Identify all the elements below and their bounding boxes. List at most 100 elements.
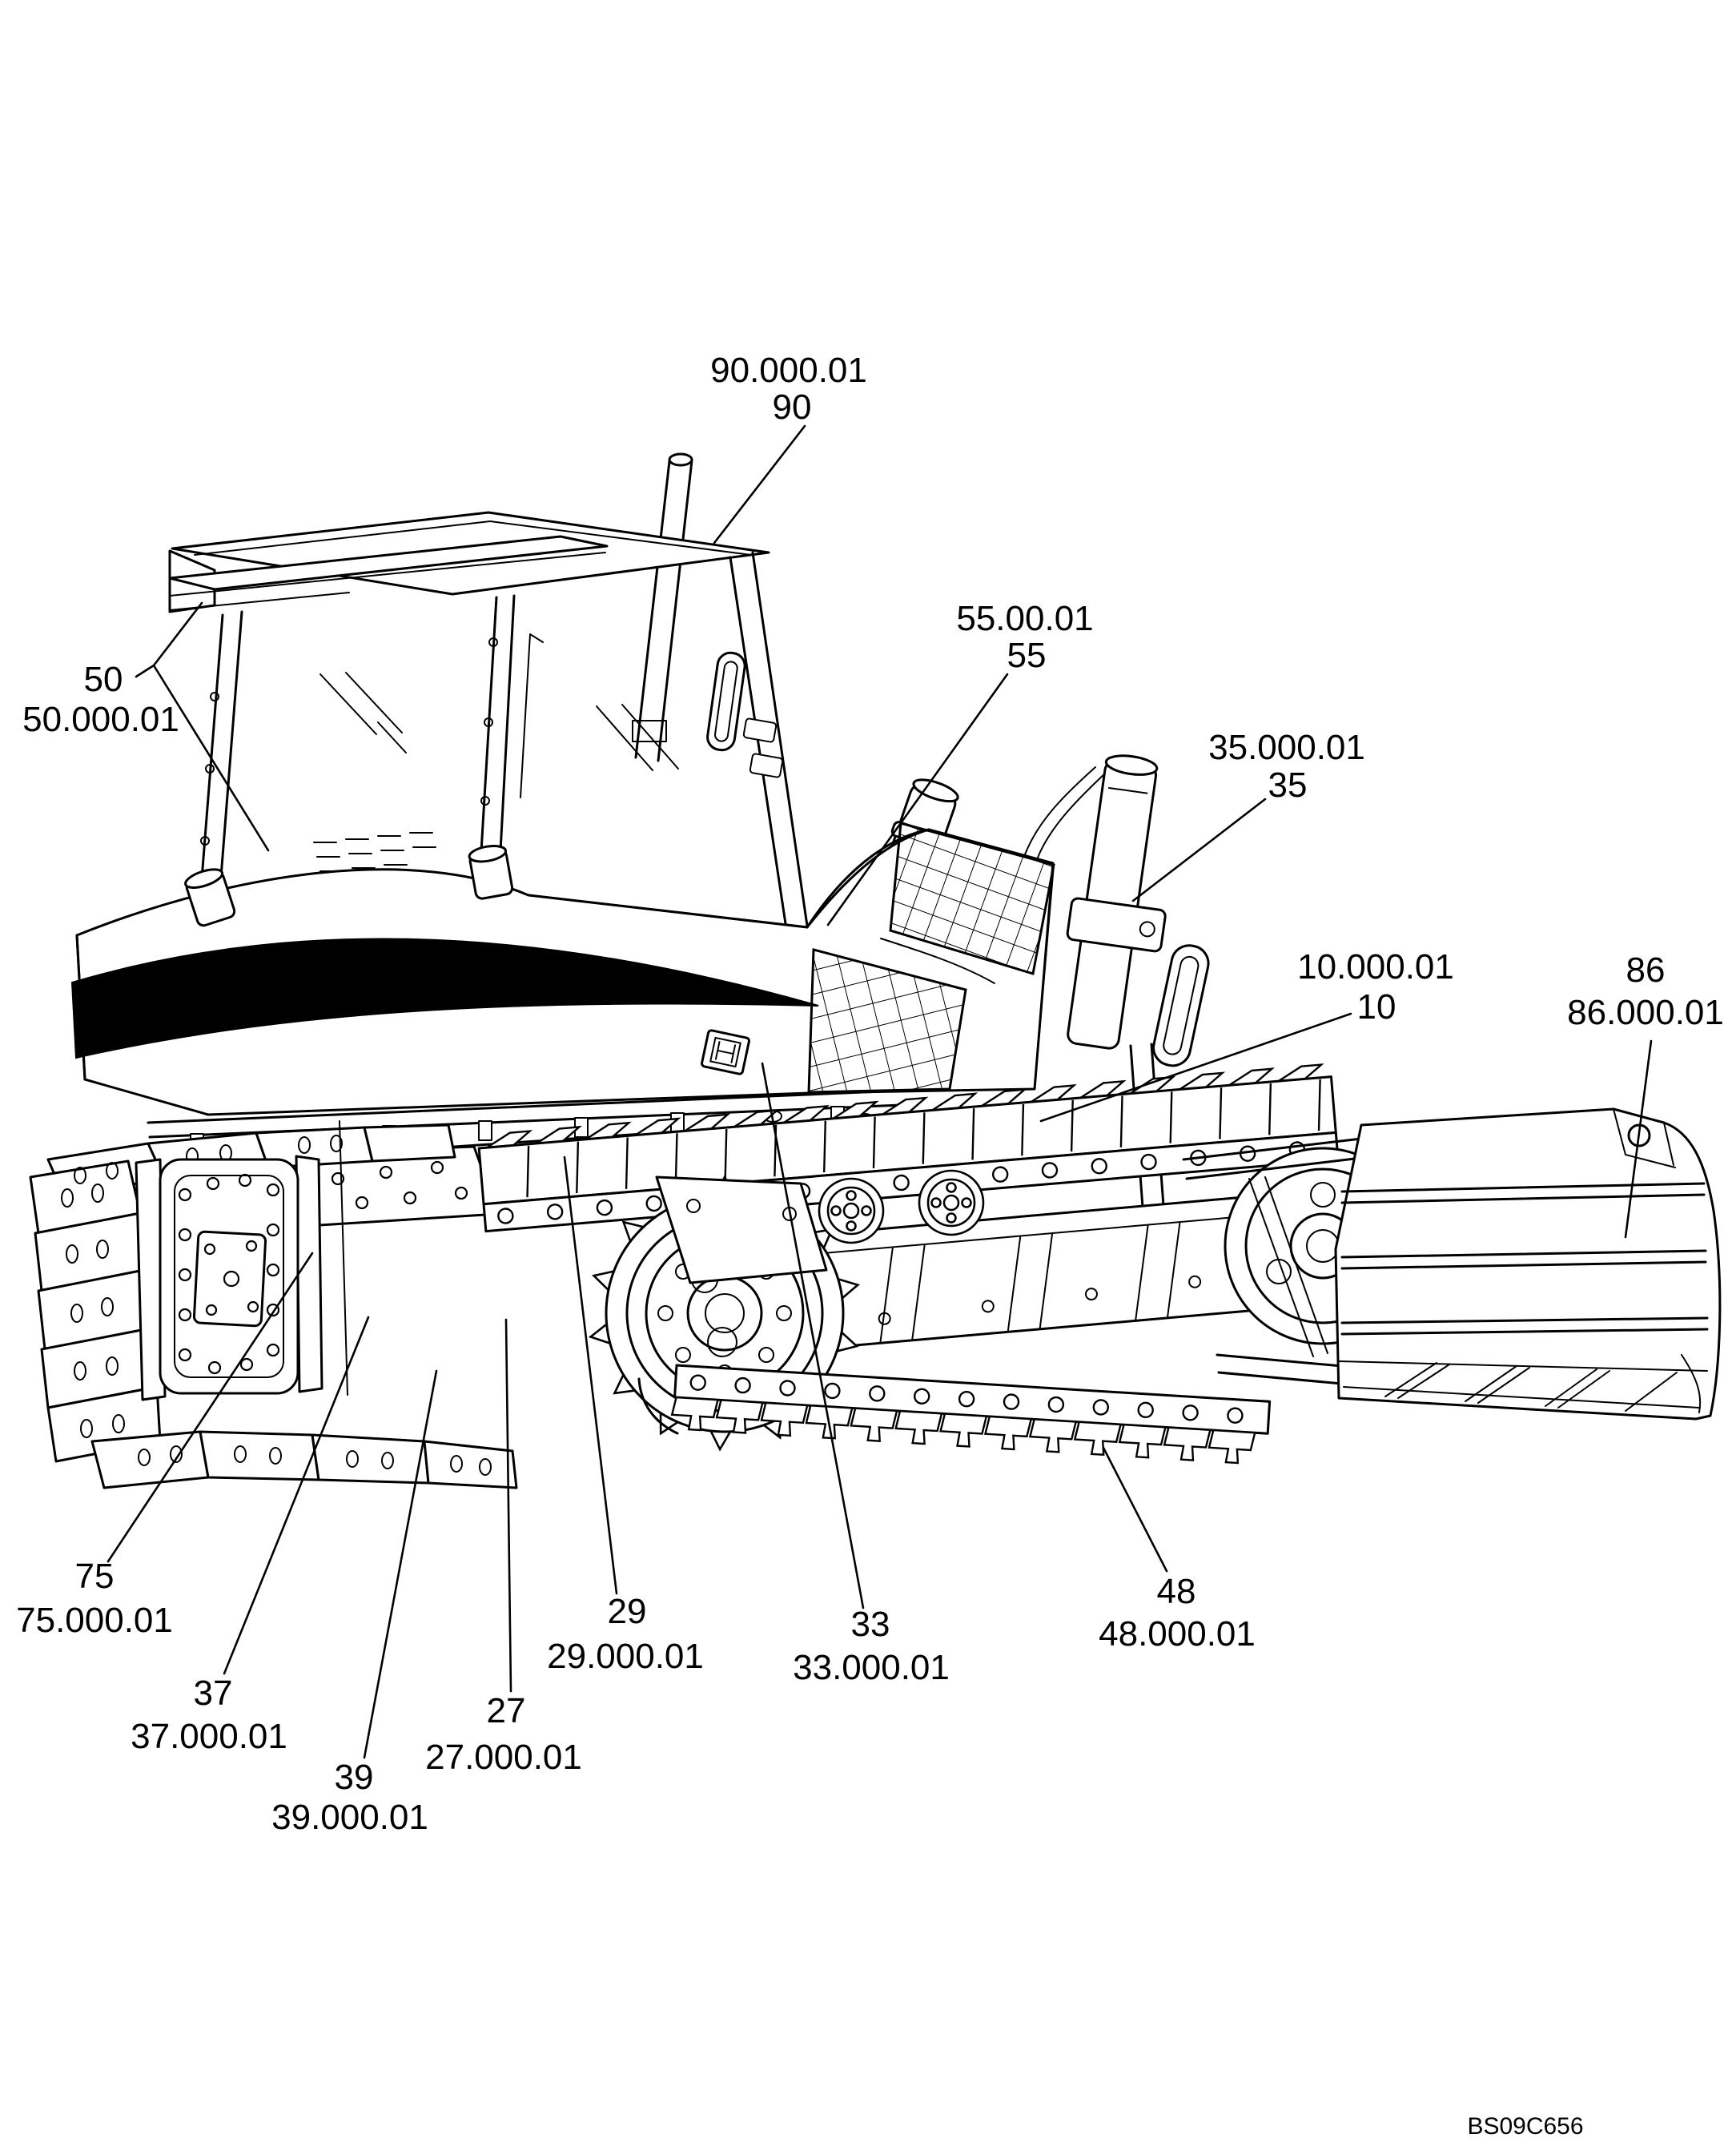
leader-50-lower <box>152 664 270 852</box>
canopy-front-slat <box>168 535 609 591</box>
blade-bottom-band <box>1338 1360 1708 1372</box>
leader-55 <box>826 673 1009 926</box>
grab-handle <box>1152 944 1210 1067</box>
callout-75-ref[interactable]: 75.000.01 <box>16 1601 173 1640</box>
callout-75-num[interactable]: 75 <box>75 1557 115 1596</box>
latch-bracket <box>742 717 778 743</box>
callout-90[interactable]: 90.000.01 90 <box>710 351 867 545</box>
callout-35[interactable]: 35.000.01 35 <box>1131 728 1365 902</box>
callout-86[interactable]: 86 86.000.01 <box>1567 950 1724 1239</box>
blade-corner-gusset <box>1613 1108 1676 1168</box>
leader-48 <box>1102 1446 1168 1573</box>
callout-90-ref[interactable]: 90.000.01 <box>710 351 867 390</box>
carrier-roller <box>918 1169 985 1236</box>
hood <box>70 828 1055 1154</box>
windshield-reflection <box>319 672 407 754</box>
callout-10[interactable]: 10.000.01 10 <box>1039 947 1454 1123</box>
blade <box>1182 1107 1722 1421</box>
cylinder-barrel <box>1066 754 1167 1050</box>
callout-10-ref[interactable]: 10.000.01 <box>1297 947 1454 987</box>
exhaust-pipe-cap <box>668 452 693 467</box>
hood-vents <box>313 832 436 872</box>
final-drive-cover <box>135 1155 323 1401</box>
exhaust-pipe <box>634 459 693 762</box>
leader-90 <box>713 424 806 545</box>
latch-bracket <box>749 753 784 778</box>
final-drive-plate <box>192 1230 267 1328</box>
brand-emblem <box>701 1029 750 1075</box>
callout-27-ref[interactable]: 27.000.01 <box>425 1738 582 1777</box>
exhaust-bracket <box>632 720 667 742</box>
callout-55[interactable]: 55.00.01 55 <box>826 599 1094 926</box>
callout-27-num[interactable]: 27 <box>487 1691 526 1730</box>
callout-39-num[interactable]: 39 <box>335 1758 374 1797</box>
blade-ribs <box>1340 1182 1709 1336</box>
callout-35-ref[interactable]: 35.000.01 <box>1208 728 1365 767</box>
leader-27 <box>504 1318 512 1693</box>
rear-light <box>184 868 236 927</box>
callout-86-ref[interactable]: 86.000.01 <box>1567 993 1724 1032</box>
rear-plate-holes <box>331 1160 468 1210</box>
left-track <box>29 1120 518 1489</box>
leader-39 <box>363 1369 438 1759</box>
cab-handrail <box>706 651 746 752</box>
callout-48[interactable]: 48 48.000.01 <box>1099 1446 1256 1654</box>
callout-50-ref[interactable]: 50.000.01 <box>22 700 179 739</box>
callout-35-num[interactable]: 35 <box>1268 766 1308 805</box>
callouts: 90.000.01 90 50 50.000.01 55.00.01 55 35… <box>16 351 1724 2140</box>
grille-frame <box>808 864 1055 1094</box>
callout-29-ref[interactable]: 29.000.01 <box>547 1637 704 1676</box>
callout-55-ref[interactable]: 55.00.01 <box>956 599 1093 638</box>
callout-50[interactable]: 50 50.000.01 <box>22 601 270 852</box>
leader-33 <box>761 1062 865 1610</box>
shoe-holes <box>61 1135 492 1476</box>
machine-drawing <box>29 452 1722 1489</box>
grille-mesh-lower <box>807 948 967 1094</box>
clamp-bolt <box>1139 921 1155 938</box>
blade-bottom-edge <box>1343 1354 1702 1413</box>
left-track-shoes <box>29 1123 518 1489</box>
callout-29-num[interactable]: 29 <box>608 1592 647 1631</box>
grille-divider <box>880 938 995 984</box>
blade-bottom-hatch <box>1384 1362 1678 1412</box>
cover-bolts <box>178 1173 280 1375</box>
leader-37 <box>223 1316 370 1675</box>
front-left-post <box>197 610 243 921</box>
carrier-roller <box>818 1177 885 1244</box>
right-track <box>477 1063 1422 1465</box>
callout-39[interactable]: 39 39.000.01 <box>271 1369 438 1837</box>
track-inner-edge <box>339 1120 348 1396</box>
cylinder-clamp <box>1066 897 1167 953</box>
rear-right-pillar <box>729 551 809 930</box>
leader-86 <box>1624 1039 1653 1239</box>
rear-glass-reflection <box>596 704 679 771</box>
callout-90-num[interactable]: 90 <box>773 388 812 427</box>
leader-29 <box>563 1155 618 1595</box>
push-arm-upper <box>1182 1137 1363 1180</box>
callout-86-num[interactable]: 86 <box>1626 950 1666 990</box>
callout-37-num[interactable]: 37 <box>194 1674 233 1713</box>
cab-rops <box>168 511 809 930</box>
hood-left-edge <box>75 934 86 1081</box>
callout-33-ref[interactable]: 33.000.01 <box>793 1648 950 1687</box>
callout-10-num[interactable]: 10 <box>1357 987 1396 1027</box>
callout-50-num[interactable]: 50 <box>84 660 123 699</box>
callout-33[interactable]: 33 33.000.01 <box>761 1062 950 1687</box>
callout-37[interactable]: 37 37.000.01 <box>131 1316 370 1756</box>
callout-55-num[interactable]: 55 <box>1007 636 1047 675</box>
callout-37-ref[interactable]: 37.000.01 <box>131 1717 287 1756</box>
callout-48-num[interactable]: 48 <box>1157 1572 1196 1611</box>
callout-33-num[interactable]: 33 <box>851 1605 890 1644</box>
callout-27[interactable]: 27 27.000.01 <box>425 1318 582 1777</box>
leader-50-upper <box>135 601 203 678</box>
drawing-code: BS09C656 <box>1467 2113 1583 2140</box>
arm-brace <box>1248 1176 1328 1357</box>
callout-75[interactable]: 75 75.000.01 <box>16 1252 314 1640</box>
rear-light <box>468 844 514 900</box>
callout-29[interactable]: 29 29.000.01 <box>547 1155 704 1676</box>
callout-48-ref[interactable]: 48.000.01 <box>1099 1614 1256 1654</box>
callout-39-ref[interactable]: 39.000.01 <box>271 1798 428 1837</box>
wiper <box>520 633 544 798</box>
leader-35 <box>1131 798 1267 902</box>
